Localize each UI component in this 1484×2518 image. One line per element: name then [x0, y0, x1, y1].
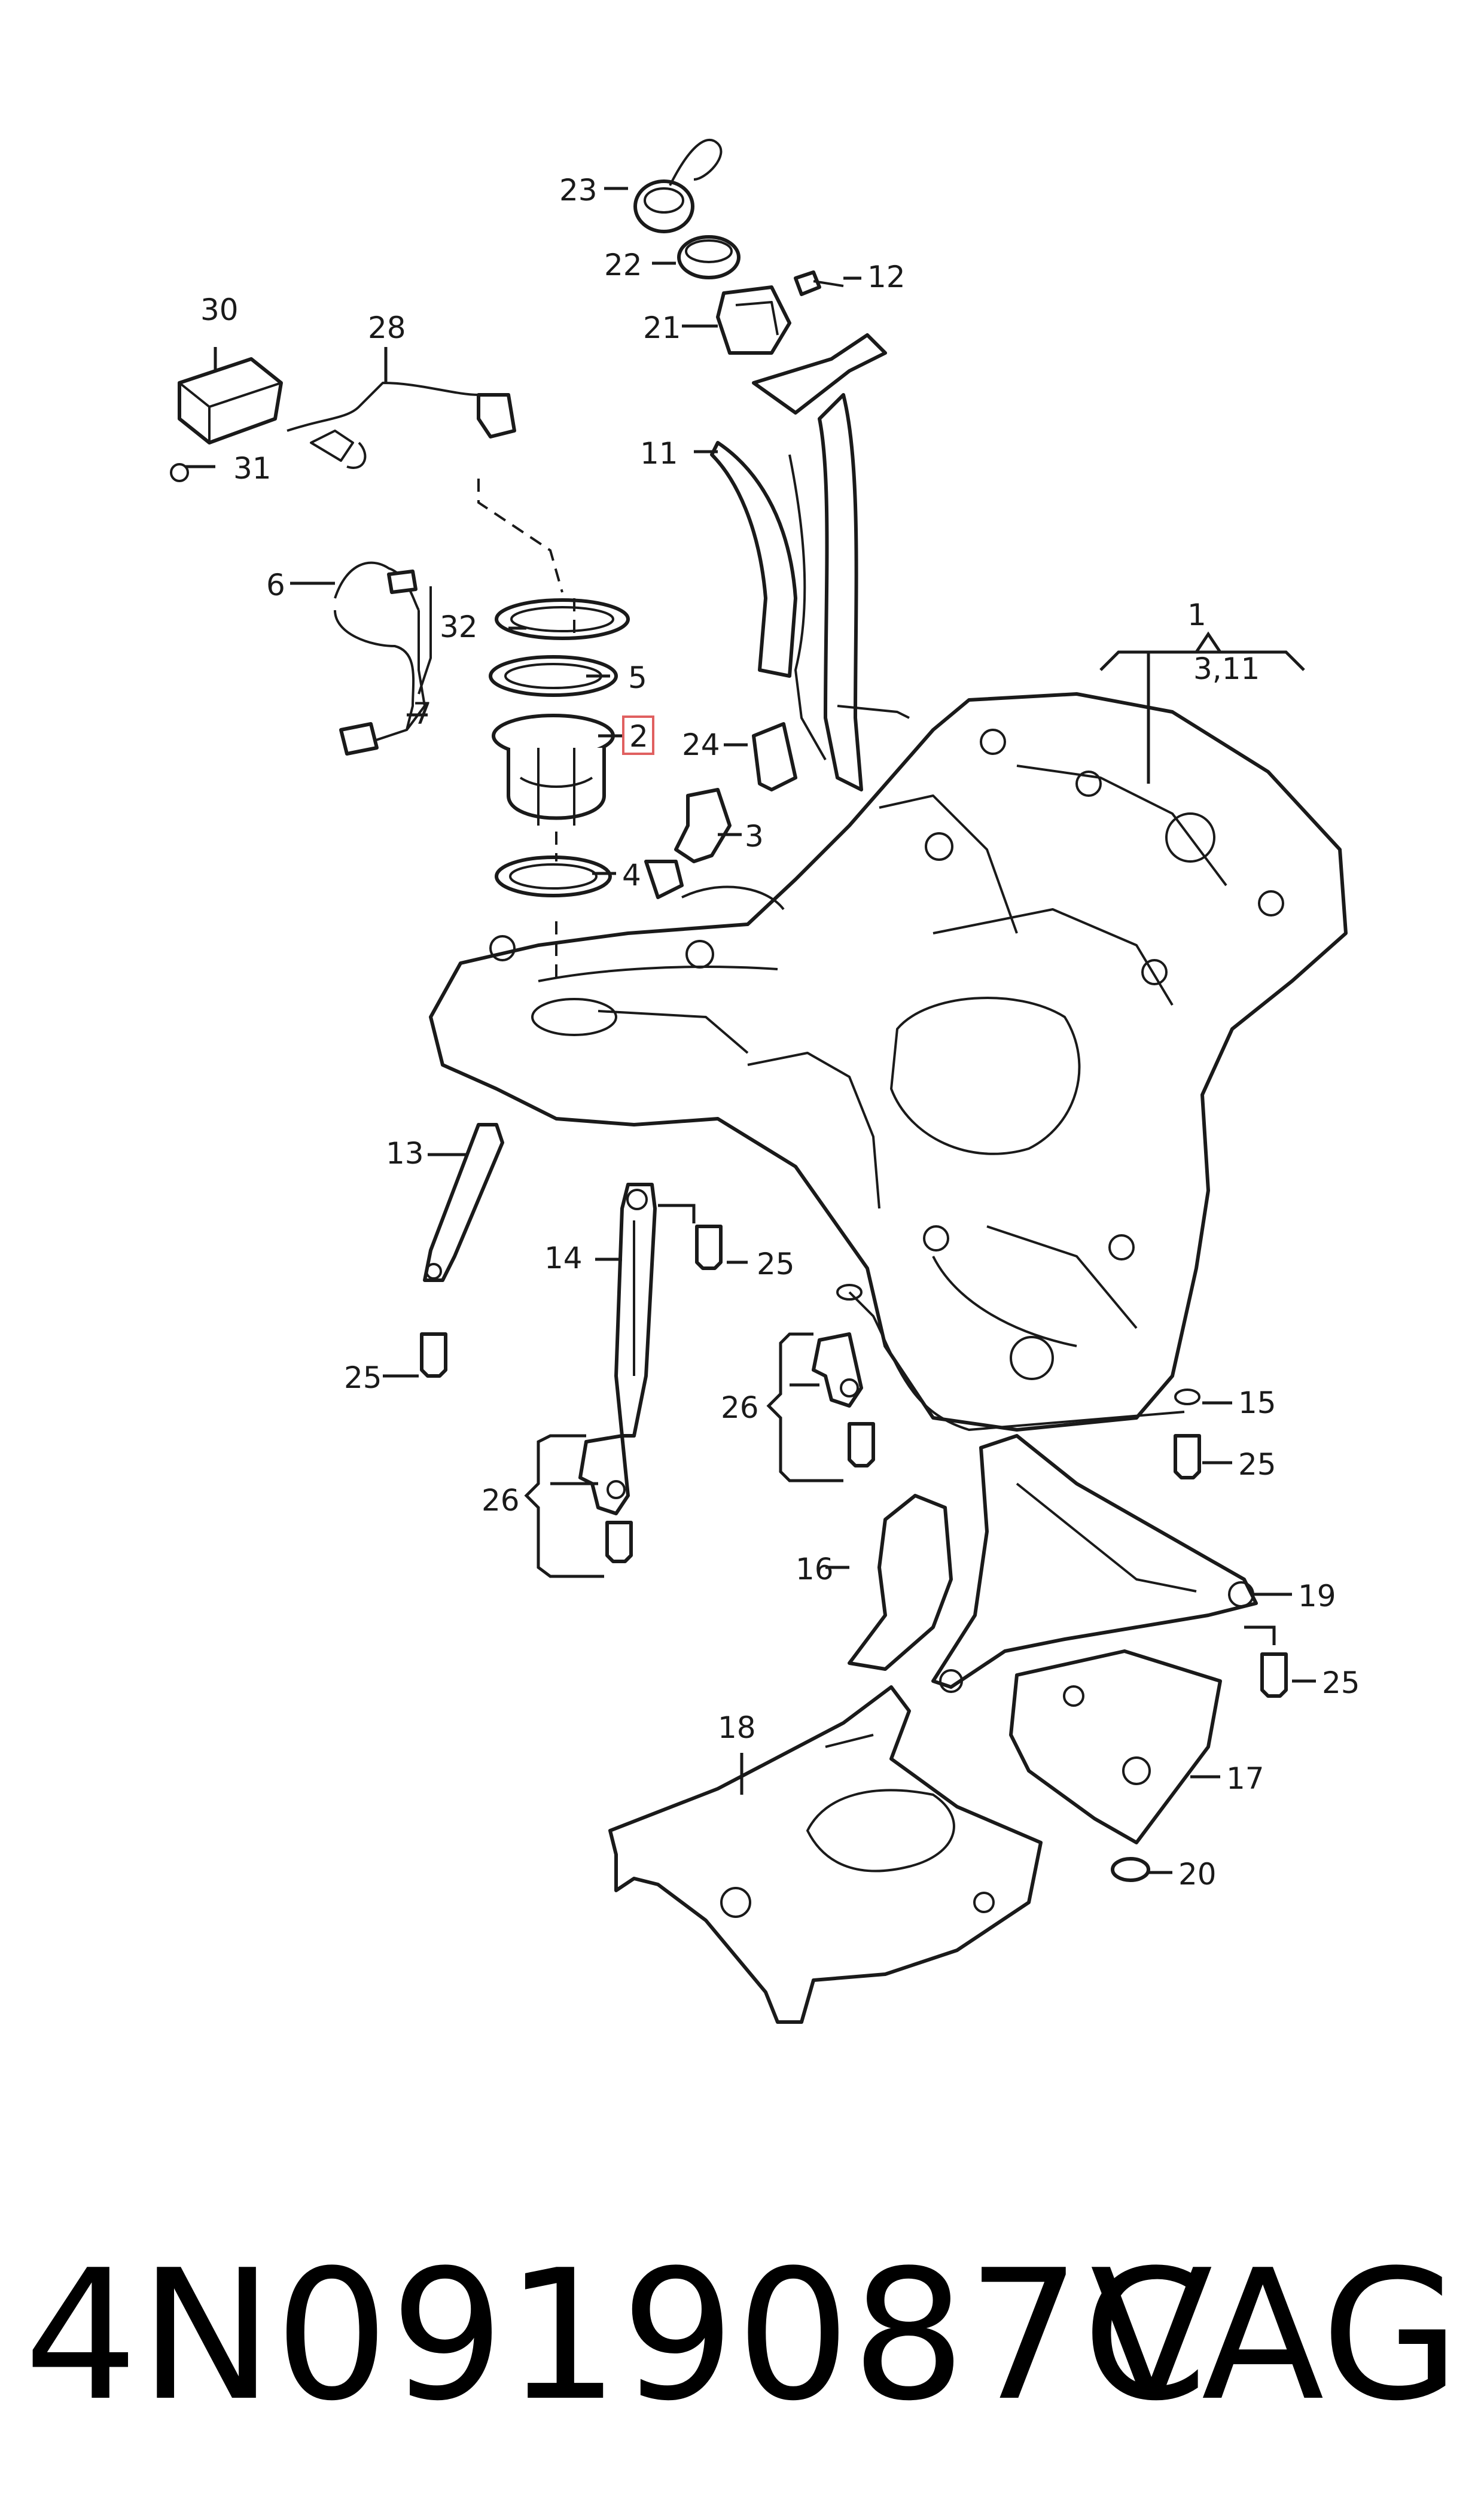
callout-19: 19 [1298, 1579, 1336, 1613]
part-number: 4N0919087C [24, 2231, 1209, 2440]
fuel-tank [429, 333, 1348, 1432]
callout-17: 17 [1226, 1761, 1264, 1796]
bracket-26-right [812, 1332, 863, 1408]
callout-31: 31 [233, 451, 272, 486]
bracket-3-hose-24 [644, 722, 797, 899]
callout-1-leader [1099, 631, 1305, 784]
tank-straps [423, 1123, 657, 1438]
bracket-26-left [578, 1434, 630, 1515]
callout-23: 23 [559, 173, 598, 208]
bolts [420, 1225, 1288, 1882]
wiring-harness-6-7 [334, 561, 432, 756]
callout-1: 1 [1187, 598, 1206, 632]
callout-5: 5 [628, 660, 647, 695]
callout-25-b: 25 [344, 1360, 382, 1395]
callout-2-highlight-box [622, 715, 654, 755]
callout-25-d: 25 [1322, 1666, 1360, 1700]
callout-24: 24 [682, 727, 720, 762]
callout-25-a: 25 [757, 1247, 795, 1281]
callout-16: 16 [796, 1552, 834, 1587]
heat-shield-16 [848, 1494, 953, 1671]
callout-15: 15 [1238, 1386, 1276, 1420]
callout-14: 14 [544, 1241, 583, 1275]
exploded-parts-diagram: 1 2 3 3,11 4 5 6 7 11 12 13 14 15 16 17 … [170, 139, 1360, 2024]
callout-2: 2 [629, 719, 648, 754]
callout-3: 3 [745, 819, 764, 854]
fuel-cap-assembly [633, 139, 844, 355]
line-15 [836, 1284, 1200, 1431]
heat-shield-18 [608, 1685, 1043, 2024]
callout-labels: 1 2 3 3,11 4 5 6 7 11 12 13 14 15 16 17 … [200, 173, 1360, 1892]
fuel-sender-unit [477, 479, 630, 981]
control-unit-and-harness [170, 357, 516, 482]
leader-lines [185, 187, 1316, 1874]
callout-22: 22 [604, 248, 642, 282]
callout-13: 13 [386, 1136, 424, 1171]
callout-21: 21 [643, 310, 681, 345]
brand-label: VAG [1090, 2231, 1460, 2440]
callout-7: 7 [413, 696, 432, 731]
callout-3-11: 3,11 [1193, 651, 1260, 686]
callout-30: 30 [200, 293, 239, 327]
callout-4: 4 [622, 858, 641, 893]
callout-32: 32 [440, 610, 478, 644]
callout-25-c: 25 [1238, 1447, 1276, 1482]
callout-18: 18 [718, 1710, 756, 1745]
heat-shield-19 [931, 1434, 1258, 1693]
callout-12: 12 [867, 260, 906, 294]
callout-6: 6 [266, 568, 285, 602]
callout-28: 28 [368, 310, 406, 345]
callout-11: 11 [640, 436, 678, 471]
callout-20: 20 [1178, 1857, 1217, 1892]
heat-shield-17 [1009, 1649, 1222, 1844]
callout-26-a: 26 [482, 1483, 520, 1518]
callout-26-b: 26 [721, 1390, 759, 1425]
